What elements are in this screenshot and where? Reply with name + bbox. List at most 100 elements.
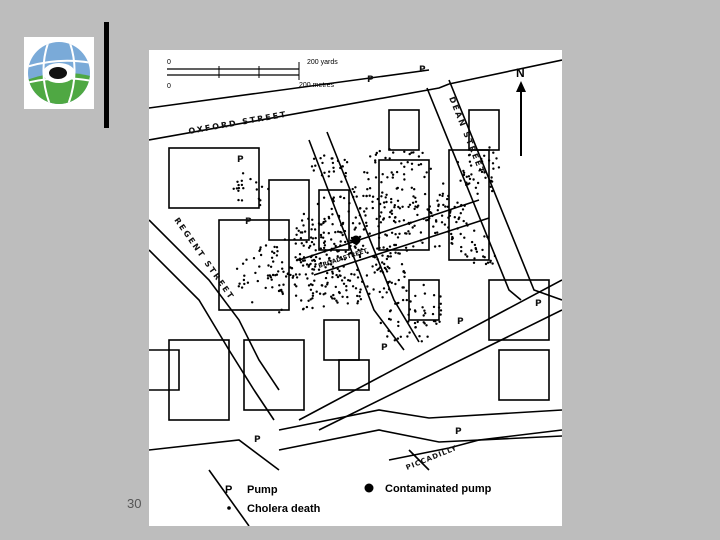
- cholera-death-dot: [374, 176, 378, 179]
- cholera-death-dot: [343, 258, 347, 261]
- cholera-death-dot: [354, 246, 357, 249]
- cholera-death-dot: [237, 198, 240, 202]
- cholera-death-dot: [458, 216, 461, 219]
- cholera-death-dot: [336, 275, 340, 279]
- cholera-death-dot: [237, 183, 240, 187]
- cholera-death-dot: [377, 225, 380, 228]
- slide-number: 30: [127, 496, 142, 511]
- cholera-death-dot: [301, 259, 305, 262]
- cholera-death-dot: [384, 156, 387, 160]
- cholera-death-dot: [305, 305, 309, 309]
- cholera-death-dot: [420, 340, 423, 343]
- cholera-death-dot: [302, 256, 306, 259]
- cholera-death-dot: [367, 178, 370, 181]
- cholera-death-dot: [474, 246, 477, 250]
- cholera-death-dot: [270, 278, 273, 281]
- cholera-death-dot: [381, 296, 384, 299]
- cholera-death-dot: [413, 321, 417, 325]
- cholera-death-dot: [413, 224, 416, 227]
- cholera-death-dot: [348, 252, 351, 255]
- cholera-death-dot: [437, 204, 440, 208]
- cholera-death-dot: [463, 236, 466, 239]
- cholera-death-dot: [329, 263, 333, 266]
- cholera-death-dot: [434, 320, 437, 323]
- cholera-death-dot: [401, 205, 404, 208]
- cholera-death-dot: [309, 298, 312, 301]
- cholera-death-dot: [405, 298, 408, 302]
- cholera-death-dot: [389, 318, 392, 321]
- cholera-death-dot: [336, 250, 339, 253]
- cholera-death-dot: [349, 239, 353, 242]
- cholera-death-dot: [376, 197, 379, 201]
- cholera-death-dot: [469, 164, 473, 167]
- cholera-death-dot: [385, 257, 389, 261]
- cholera-death-dot: [295, 276, 299, 279]
- cholera-death-dot: [314, 249, 317, 252]
- cholera-death-dot: [280, 308, 283, 311]
- cholera-death-dot: [354, 216, 357, 219]
- cholera-death-dot: [456, 161, 460, 164]
- cholera-death-dot: [259, 246, 262, 249]
- cholera-death-dot: [371, 200, 374, 203]
- cholera-death-dot: [412, 151, 415, 154]
- cholera-death-dot: [378, 290, 381, 294]
- cholera-death-dot: [269, 274, 272, 277]
- cholera-death-dot: [290, 267, 294, 270]
- cholera-death-dot: [334, 285, 337, 289]
- cholera-death-dot: [381, 173, 384, 176]
- cholera-death-dot: [324, 292, 327, 295]
- cholera-death-dot: [358, 207, 362, 210]
- cholera-death-dot: [423, 309, 426, 312]
- cholera-death-dot: [362, 228, 366, 231]
- cholera-death-dot: [461, 208, 465, 211]
- cholera-death-dot: [380, 211, 383, 214]
- cholera-death-dot: [322, 231, 325, 234]
- cholera-death-dot: [358, 255, 362, 259]
- cholera-death-dot: [347, 210, 350, 213]
- street-label-piccadilly: PICCADILLY: [405, 444, 459, 472]
- cholera-death-dot: [385, 270, 389, 273]
- cholera-death-dot: [358, 291, 362, 294]
- cholera-death-dot: [295, 233, 298, 236]
- cholera-death-dot: [438, 244, 441, 248]
- cholera-death-dot: [423, 322, 426, 325]
- cholera-death-dot: [311, 283, 314, 287]
- street-label-dean: DEAN STREET: [447, 95, 487, 176]
- cholera-death-dot: [335, 299, 338, 302]
- cholera-death-dot: [434, 219, 438, 222]
- cholera-death-dot: [368, 194, 371, 197]
- cholera-death-dot: [311, 294, 315, 297]
- cholera-death-dot: [341, 233, 344, 237]
- cholera-death-dot: [321, 284, 324, 287]
- cholera-death-dot: [388, 310, 392, 313]
- cholera-death-dot: [306, 277, 309, 280]
- cholera-death-dot: [346, 295, 349, 299]
- cholera-death-dot: [324, 285, 327, 288]
- cholera-death-dot: [338, 269, 341, 273]
- cholera-death-dot: [331, 265, 335, 268]
- cholera-death-dot: [453, 205, 456, 209]
- cholera-death-dot: [456, 201, 459, 204]
- cholera-death-dot: [362, 194, 365, 198]
- cholera-death-dot: [411, 201, 415, 204]
- cholera-death-dot: [421, 151, 424, 155]
- cholera-death-dot: [483, 171, 486, 174]
- cholera-death-dot: [400, 263, 404, 266]
- cholera-death-dot: [427, 208, 431, 211]
- map-legend: P Pump Contaminated pump Cholera death: [225, 483, 492, 515]
- cholera-death-dot: [371, 206, 374, 210]
- cholera-death-dot: [480, 160, 484, 163]
- cholera-death-dot: [359, 288, 362, 291]
- cholera-death-dot: [473, 243, 477, 247]
- cholera-death-dot: [463, 204, 466, 207]
- cholera-death-dot: [398, 220, 401, 223]
- cholera-death-dot: [376, 258, 379, 261]
- cholera-death-dot: [356, 300, 360, 303]
- cholera-death-dot: [324, 276, 328, 280]
- cholera-death-dot: [462, 219, 465, 223]
- cholera-death-dot: [286, 272, 290, 275]
- cholera-death-dot: [462, 171, 466, 174]
- cholera-death-dot: [412, 195, 415, 198]
- cholera-death-dot: [293, 283, 297, 286]
- cholera-death-dot: [389, 252, 392, 255]
